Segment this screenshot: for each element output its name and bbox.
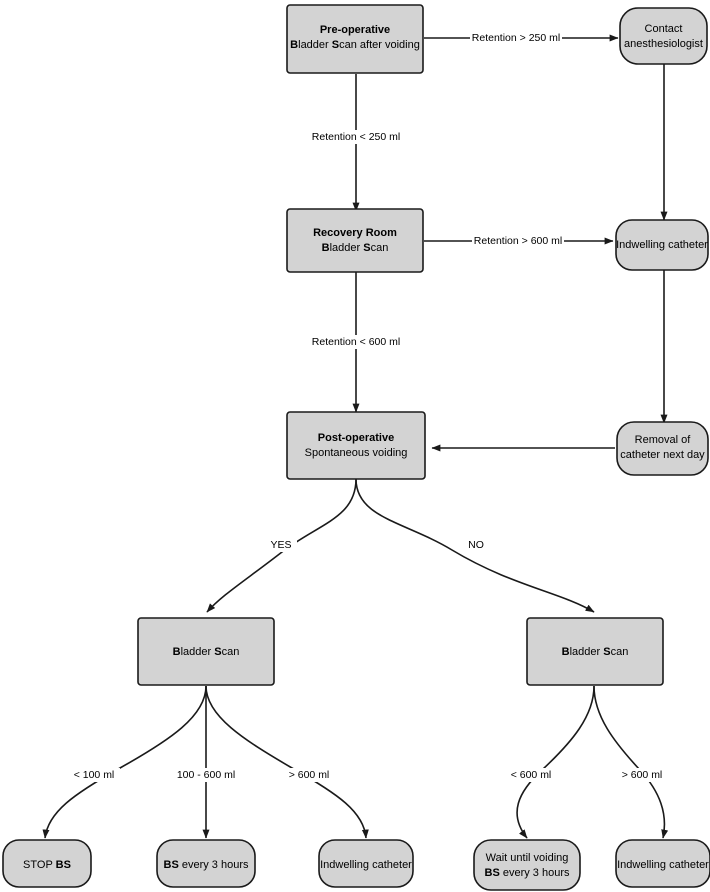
edge-label-bg-scanyes-to-stop <box>68 768 120 782</box>
edge-label-bg-pre-to-contact <box>470 31 562 45</box>
edge-label-scanyes-to-indwelling: > 600 ml <box>289 769 330 781</box>
edge-label-bg-scanno-to-indwelling <box>617 768 667 782</box>
node-pre-operative[interactable]: Pre-operative Bladder Scan after voiding <box>286 4 424 74</box>
node-shape-post-operative[interactable] <box>286 411 426 480</box>
edges-layer: Retention > 250 ml Retention < 250 ml Re… <box>42 31 669 839</box>
node-label-pre-operative-line1: Pre-operative <box>320 24 390 36</box>
node-label-contact-anesthesiologist-line1: Contact <box>645 23 683 35</box>
node-bladder-scan-no[interactable]: Bladder Scan <box>526 617 664 686</box>
node-post-operative[interactable]: Post-operative Spontaneous voiding <box>286 411 426 480</box>
edge-post-to-scan-no <box>355 478 595 613</box>
node-shape-removal-of-catheter[interactable] <box>616 421 709 476</box>
edge-label-bg-recovery-to-indwelling <box>472 234 564 248</box>
node-label-indwelling-catheter-top: Indwelling catheter <box>616 239 708 251</box>
node-indwelling-catheter-mid[interactable]: Indwelling catheter <box>318 839 414 888</box>
node-label-contact-anesthesiologist-line2: anesthesiologist <box>624 38 703 50</box>
node-label-recovery-room-line1: Recovery Room <box>313 227 397 239</box>
node-stop-bs[interactable]: STOP BS <box>2 839 92 888</box>
node-label-recovery-room-line2: Bladder Scan <box>322 242 389 254</box>
edge-label-scanyes-to-stop: < 100 ml <box>74 769 115 781</box>
edge-label-pre-to-recovery: Retention < 250 ml <box>312 131 400 143</box>
edge-scanyes-to-indwelling <box>205 685 369 839</box>
node-shape-recovery-room[interactable] <box>286 208 424 273</box>
node-shape-bladder-scan-no[interactable] <box>526 617 664 686</box>
node-label-indwelling-catheter-right: Indwelling catheter <box>617 859 709 871</box>
node-shape-stop-bs[interactable] <box>2 839 92 888</box>
edge-label-bg-pre-to-recovery <box>309 130 403 144</box>
node-label-pre-operative-line2: Bladder Scan after voiding <box>290 39 420 51</box>
edge-label-post-to-scan-no: NO <box>468 539 484 551</box>
edge-label-bg-scanyes-to-indwelling <box>284 768 334 782</box>
node-label-post-operative-line1: Post-operative <box>318 432 394 444</box>
node-shape-wait-until-voiding[interactable] <box>473 839 581 891</box>
edge-label-scanno-to-indwelling: > 600 ml <box>622 769 663 781</box>
edge-label-bg-scanyes-to-every3 <box>170 768 242 782</box>
node-shape-pre-operative[interactable] <box>286 4 424 74</box>
edge-label-scanno-to-wait: < 600 ml <box>511 769 552 781</box>
edge-label-bg-recovery-to-post <box>309 335 403 349</box>
node-label-bladder-scan-no: Bladder Scan <box>562 646 629 658</box>
node-label-stop-bs: STOP BS <box>23 859 71 871</box>
node-bladder-scan-yes[interactable]: Bladder Scan <box>137 617 275 686</box>
node-bs-every-3-hours[interactable]: BS every 3 hours <box>156 839 256 888</box>
node-label-post-operative-line2: Spontaneous voiding <box>305 447 408 459</box>
edge-label-post-to-scan-yes: YES <box>270 539 291 551</box>
edge-label-scanyes-to-every3: 100 - 600 ml <box>177 769 235 781</box>
node-shape-indwelling-catheter-mid[interactable] <box>318 839 414 888</box>
edge-label-bg-post-to-scan-no <box>462 538 490 552</box>
node-indwelling-catheter-top[interactable]: Indwelling catheter <box>615 219 709 271</box>
edge-scanyes-to-stop <box>42 685 207 839</box>
node-label-wait-until-voiding-line2: BS every 3 hours <box>485 867 570 879</box>
node-label-wait-until-voiding-line1: Wait until voiding <box>486 852 569 864</box>
nodes-layer: Pre-operative Bladder Scan after voiding… <box>2 4 710 891</box>
node-removal-of-catheter[interactable]: Removal of catheter next day <box>616 421 709 476</box>
edge-label-bg-post-to-scan-yes <box>265 538 297 552</box>
edge-scanno-to-indwelling <box>593 685 669 839</box>
edge-label-bg-scanno-to-wait <box>506 768 556 782</box>
edge-label-recovery-to-post: Retention < 600 ml <box>312 336 400 348</box>
node-wait-until-voiding[interactable]: Wait until voiding BS every 3 hours <box>473 839 581 891</box>
node-label-bladder-scan-yes: Bladder Scan <box>173 646 240 658</box>
node-label-removal-of-catheter-line2: catheter next day <box>620 449 705 461</box>
edge-label-pre-to-contact: Retention > 250 ml <box>472 32 560 44</box>
node-shape-bladder-scan-yes[interactable] <box>137 617 275 686</box>
node-contact-anesthesiologist[interactable]: Contact anesthesiologist <box>619 7 708 65</box>
node-label-removal-of-catheter-line1: Removal of <box>635 434 692 446</box>
node-label-indwelling-catheter-mid: Indwelling catheter <box>320 859 412 871</box>
edge-label-recovery-to-indwelling: Retention > 600 ml <box>474 235 562 247</box>
node-shape-bs-every-3-hours[interactable] <box>156 839 256 888</box>
node-label-bs-every-3-hours: BS every 3 hours <box>164 859 249 871</box>
node-shape-indwelling-catheter-top[interactable] <box>615 219 709 271</box>
node-shape-indwelling-catheter-right[interactable] <box>615 839 710 888</box>
node-shape-contact-anesthesiologist[interactable] <box>619 7 708 65</box>
node-recovery-room[interactable]: Recovery Room Bladder Scan <box>286 208 424 273</box>
node-indwelling-catheter-right[interactable]: Indwelling catheter <box>615 839 710 888</box>
edge-scanno-to-wait <box>516 685 595 839</box>
